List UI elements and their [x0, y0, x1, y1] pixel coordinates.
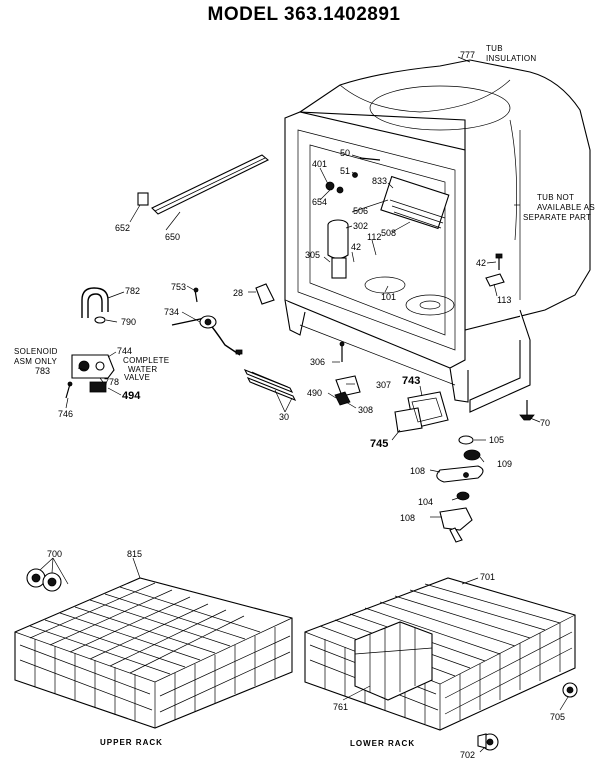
upper-rack-caption: UPPER RACK — [100, 738, 163, 747]
callout-746: 746 — [58, 409, 73, 419]
callout-108a: 108 — [410, 466, 425, 476]
part-745 — [394, 407, 423, 433]
callout-101: 101 — [381, 292, 396, 302]
callout-654: 654 — [312, 197, 327, 207]
callout-508: 508 — [381, 228, 396, 238]
callout-108b: 108 — [400, 513, 415, 523]
callout-700: 700 — [47, 549, 62, 559]
callout-112: 112 — [367, 232, 381, 242]
callout-105: 105 — [489, 435, 504, 445]
callout-113: 113 — [497, 295, 511, 305]
callout-753: 753 — [171, 282, 186, 292]
diagram-title: MODEL 363.1402891 — [207, 4, 401, 25]
callout-815: 815 — [127, 549, 142, 559]
callout-307: 307 — [376, 380, 391, 390]
part-108b — [439, 507, 473, 531]
note-water-valve-2: WATER — [128, 365, 158, 374]
note-tub-insulation-2: INSULATION — [486, 54, 536, 63]
part-104 — [456, 491, 470, 501]
part-108a — [436, 465, 484, 483]
callout-702: 702 — [460, 750, 475, 760]
part-109 — [463, 449, 481, 461]
callout-833: 833 — [372, 176, 387, 186]
callout-783: 783 — [35, 366, 50, 376]
callout-490: 490 — [307, 388, 322, 398]
note-tub-not-available-3: SEPARATE PART — [523, 213, 591, 222]
callout-42b: 42 — [476, 258, 486, 268]
right-parts — [436, 253, 535, 543]
note-tub-not-available-2: AVAILABLE AS — [537, 203, 595, 212]
callout-494: 494 — [122, 390, 141, 402]
part-652 — [137, 192, 149, 206]
callout-42a: 42 — [351, 242, 361, 252]
callout-705: 705 — [550, 712, 565, 722]
note-water-valve-3: VALVE — [124, 373, 150, 382]
callout-650: 650 — [165, 232, 180, 242]
callout-306: 306 — [310, 357, 325, 367]
callout-104: 104 — [418, 497, 433, 507]
callout-743: 743 — [402, 375, 420, 387]
callout-506: 506 — [353, 206, 368, 216]
note-water-valve-1: COMPLETE — [123, 356, 169, 365]
callout-305: 305 — [305, 250, 320, 260]
callout-745: 745 — [370, 438, 388, 450]
callout-778: 778 — [104, 377, 119, 387]
part-105 — [458, 435, 474, 445]
callout-302: 302 — [353, 221, 368, 231]
callout-28: 28 — [233, 288, 243, 298]
callout-734: 734 — [164, 307, 179, 317]
part-790 — [94, 316, 106, 324]
leader-lines — [39, 56, 569, 753]
callout-761: 761 — [333, 702, 348, 712]
callout-782: 782 — [125, 286, 140, 296]
left-parts — [65, 154, 449, 433]
callout-744: 744 — [117, 346, 132, 356]
lower-rack — [304, 577, 578, 751]
part-30 — [243, 368, 297, 402]
note-solenoid-1: SOLENOID — [14, 347, 58, 356]
callout-50: 50 — [340, 148, 350, 158]
callout-51: 51 — [340, 166, 350, 176]
callout-777: 777 — [460, 50, 475, 60]
note-tub-insulation-1: TUB — [486, 44, 503, 53]
notes: TUB INSULATION TUB NOT AVAILABLE AS SEPA… — [14, 44, 595, 748]
part-782 — [81, 287, 109, 318]
water-valve — [65, 354, 115, 399]
callout-652: 652 — [115, 223, 130, 233]
tub-assembly — [284, 59, 591, 413]
note-tub-not-available-1: TUB NOT — [537, 193, 574, 202]
lower-rack-caption: LOWER RACK — [350, 739, 415, 748]
callout-30: 30 — [279, 412, 289, 422]
part-28 — [255, 283, 275, 305]
note-solenoid-2: ASM ONLY — [14, 357, 58, 366]
callouts: 777 50 51 401 833 654 506 302 508 42 112… — [35, 50, 565, 760]
callout-308: 308 — [358, 405, 373, 415]
callout-401: 401 — [312, 159, 327, 169]
upper-rack — [14, 568, 293, 729]
callout-701: 701 — [480, 572, 495, 582]
callout-790: 790 — [121, 317, 136, 327]
callout-109: 109 — [497, 459, 512, 469]
callout-70: 70 — [540, 418, 550, 428]
part-307 — [335, 375, 361, 397]
